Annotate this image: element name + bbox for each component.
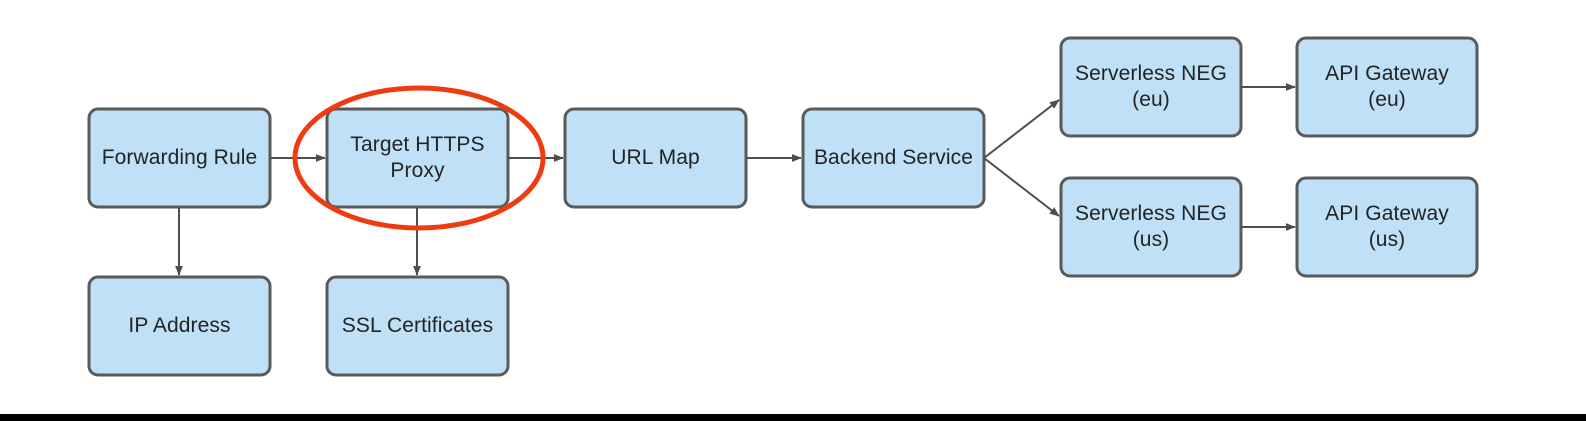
annotations bbox=[292, 85, 546, 231]
edge-backend-service-to-serverless-neg-us bbox=[983, 157, 1060, 217]
footer-bar bbox=[0, 414, 1586, 421]
node-rect-serverless-neg-us[interactable] bbox=[1059, 176, 1243, 278]
edges bbox=[175, 83, 1296, 276]
node-rect-forwarding-rule[interactable] bbox=[87, 107, 272, 209]
node-rect-serverless-neg-eu[interactable] bbox=[1059, 36, 1243, 138]
node-shapes bbox=[87, 36, 1479, 377]
edge-backend-service-to-serverless-neg-eu bbox=[983, 99, 1060, 159]
highlight-ellipse-icon bbox=[292, 85, 546, 231]
node-rect-api-gateway-eu[interactable] bbox=[1295, 36, 1479, 138]
node-rect-backend-service[interactable] bbox=[801, 107, 986, 209]
node-rect-ip-address[interactable] bbox=[87, 275, 272, 377]
node-rect-url-map[interactable] bbox=[563, 107, 748, 209]
node-rect-ssl-certificates[interactable] bbox=[325, 275, 510, 377]
node-rect-target-https-proxy[interactable] bbox=[325, 107, 510, 209]
node-rect-api-gateway-us[interactable] bbox=[1295, 176, 1479, 278]
